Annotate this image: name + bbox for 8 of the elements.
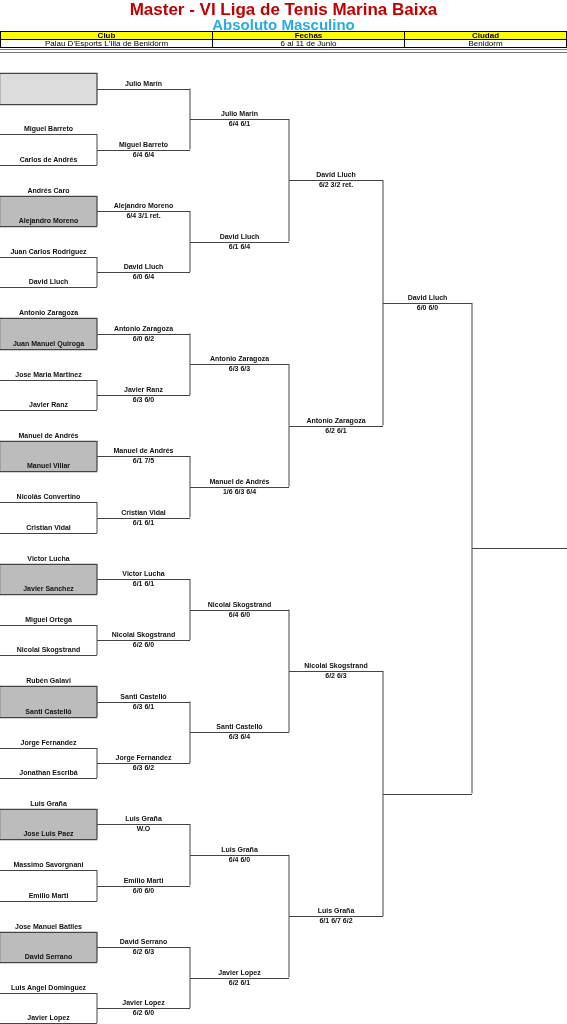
table-cell: Benidorm bbox=[404, 39, 567, 48]
table-cell: 6 al 11 de Junio bbox=[212, 39, 405, 48]
column-header: Fechas bbox=[212, 31, 405, 40]
column-header: Ciudad bbox=[404, 31, 567, 40]
column-header: Club bbox=[0, 31, 213, 40]
subtitle: Absoluto Masculino bbox=[211, 17, 356, 32]
title: Master - VI Liga de Tenis Marina Baixa bbox=[128, 0, 439, 19]
table-cell: Palau D'Esports L'Illa de Benidorm bbox=[0, 39, 213, 48]
